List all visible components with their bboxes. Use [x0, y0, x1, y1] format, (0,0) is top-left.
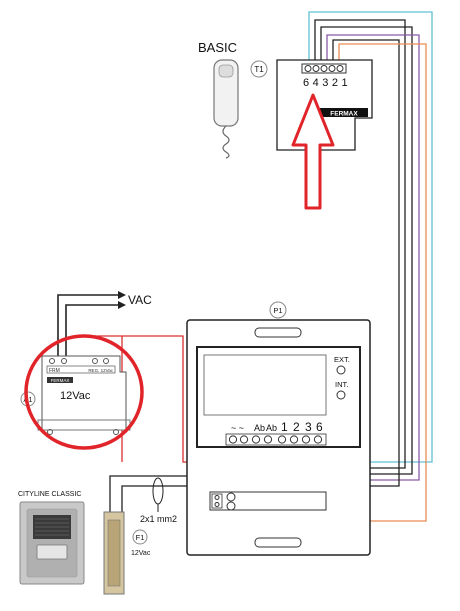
panel-screen: [203, 354, 327, 416]
int-adjust-icon: [336, 390, 346, 400]
doorplate-label: CITYLINE CLASSIC: [18, 491, 81, 498]
term-2: 2: [293, 420, 300, 434]
vac-arrow-2: [118, 301, 126, 309]
door-panel-unit: P1 EXT. INT. ~ ~ Ab Ab 1 2 3 6: [186, 301, 371, 556]
lock-tag: F1: [136, 533, 145, 542]
terminal-brand-bar: [320, 108, 368, 117]
terminal-block: [301, 63, 347, 74]
power-supply-brand-bar: [47, 377, 73, 383]
terminal-brand: FERMAX: [330, 111, 358, 118]
panel-bottom-slot: [254, 537, 302, 548]
power-supply-small-left: FRM: [49, 368, 60, 374]
panel-tag: P1: [273, 306, 282, 315]
term-1: 1: [281, 420, 288, 434]
vac-arrow-1: [118, 291, 126, 299]
ext-label: EXT.: [334, 355, 350, 364]
wire-vac-1: [57, 294, 118, 356]
handset-tag-circle: [250, 60, 268, 78]
panel-tag-circle: [269, 301, 287, 319]
cable-marker: [152, 477, 164, 505]
power-supply-label-bar: [46, 365, 116, 374]
panel-top-slot: [254, 327, 302, 338]
panel-lower-connector: [209, 491, 327, 511]
terminal-numbers: 64321: [303, 77, 351, 89]
handset-earpiece: [218, 64, 234, 78]
handset-model-label: BASIC: [198, 40, 237, 55]
power-supply-small-right: REG. 12Vac: [88, 368, 113, 373]
lock-voltage: 12Vac: [131, 550, 151, 557]
term-6: 6: [316, 420, 323, 434]
doorplate-button: [36, 544, 68, 560]
wire-vac-2: [65, 304, 118, 356]
panel-terminal-block: [225, 433, 327, 446]
power-supply-output: 12Vac: [60, 390, 91, 402]
power-supply-brand: FERMAX: [51, 378, 70, 383]
term-ab2: Ab: [266, 423, 277, 433]
handset-cord: [222, 125, 230, 159]
power-supply: FRM REG. 12Vac FERMAX 12Vac A1: [20, 355, 131, 435]
handset-tag: T1: [254, 65, 264, 74]
doorplate: CITYLINE CLASSIC: [18, 491, 85, 585]
pointer-arrow: [291, 93, 335, 210]
cable-label: 2x1 mm2: [140, 514, 177, 524]
term-ab1: Ab: [254, 423, 265, 433]
term-3: 3: [305, 420, 312, 434]
highlight-circle: [24, 334, 144, 450]
vac-label: VAC: [128, 293, 152, 307]
door-lock: F1 12Vac: [103, 511, 151, 595]
ext-adjust-icon: [336, 365, 346, 375]
term-ac: ~ ~: [231, 423, 244, 433]
handset: BASIC T1: [198, 40, 268, 159]
lock-tag-circle: [132, 529, 148, 545]
int-label: INT.: [335, 380, 348, 389]
wiring: [57, 11, 433, 522]
